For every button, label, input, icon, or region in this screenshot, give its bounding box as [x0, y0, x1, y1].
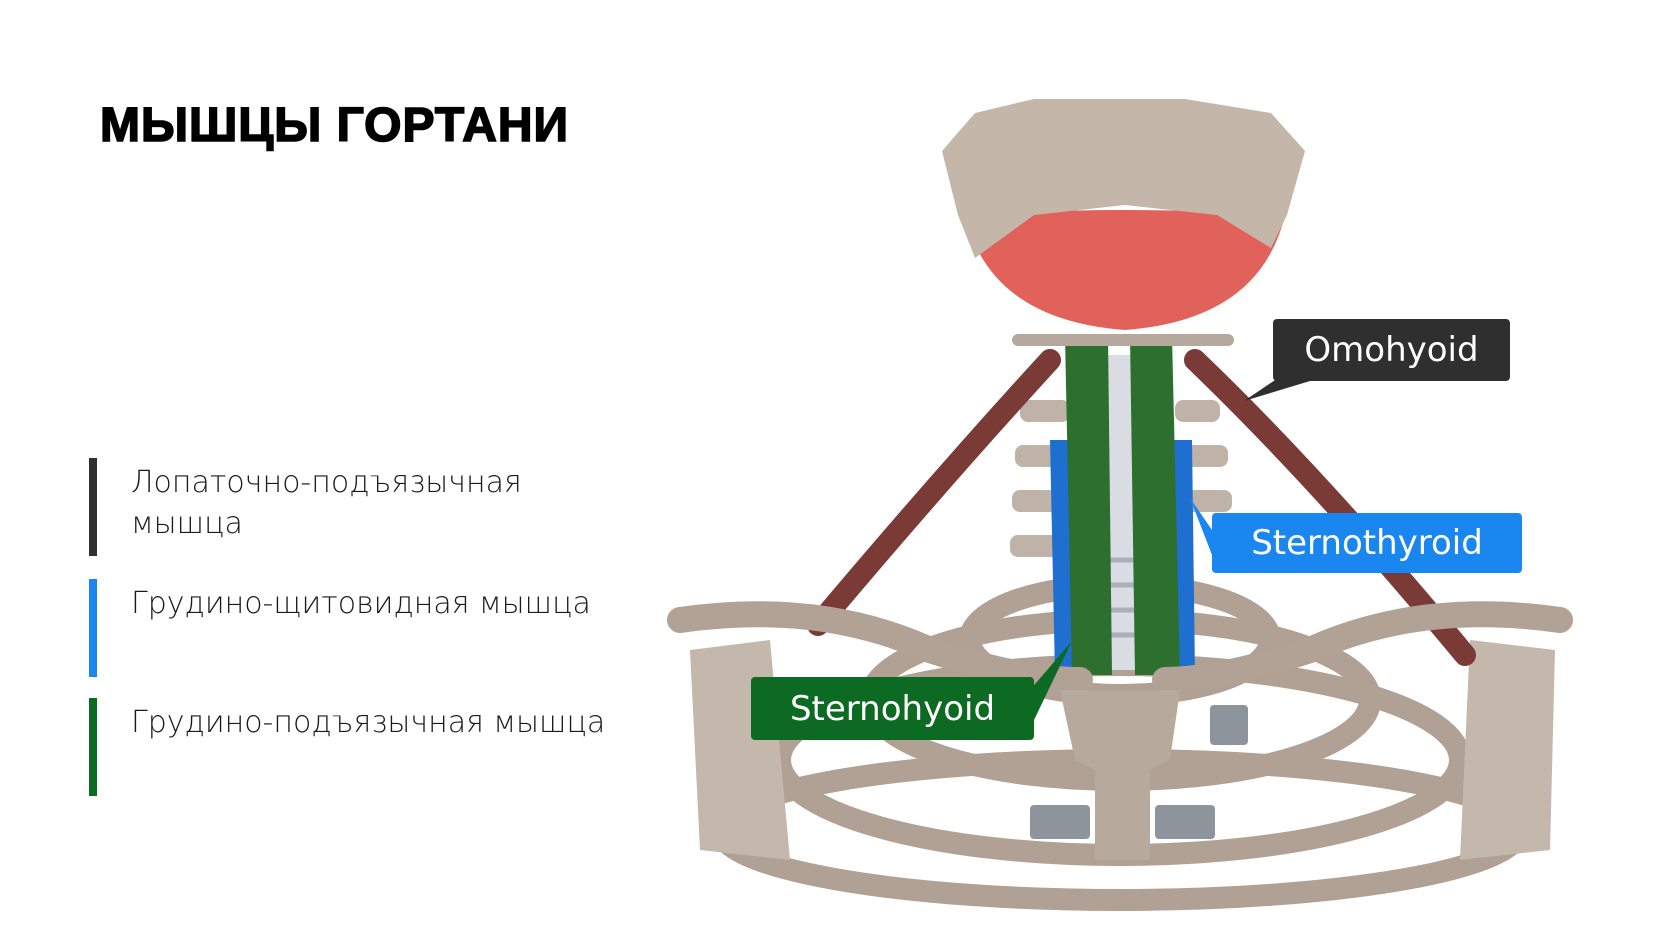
- costal-cartilages: [1030, 705, 1248, 839]
- legend-color-bar: [89, 458, 97, 556]
- floor-of-mouth-muscles: [965, 210, 1285, 330]
- legend-color-bar: [89, 698, 97, 796]
- legend-color-bar: [89, 579, 97, 677]
- mandible: [942, 99, 1305, 258]
- sternothyroid-callout: Sternothyroid: [1212, 513, 1522, 573]
- legend-label: Лопаточно-подъязычная мышца: [131, 465, 522, 541]
- sternum: [1060, 690, 1180, 860]
- legend-label: Грудино-подъязычная мышца: [131, 705, 606, 740]
- sternohyoid-muscles: [1065, 336, 1180, 675]
- slide-title: МЫШЦЫ ГОРТАНИ: [99, 98, 570, 153]
- legend-label: Грудино-щитовидная мышца: [131, 586, 591, 621]
- clavicles: [667, 601, 1573, 693]
- omohyoid-callout: Omohyoid: [1273, 319, 1510, 381]
- sternohyoid-callout: Sternohyoid: [751, 677, 1034, 740]
- scapulae: [690, 640, 1555, 860]
